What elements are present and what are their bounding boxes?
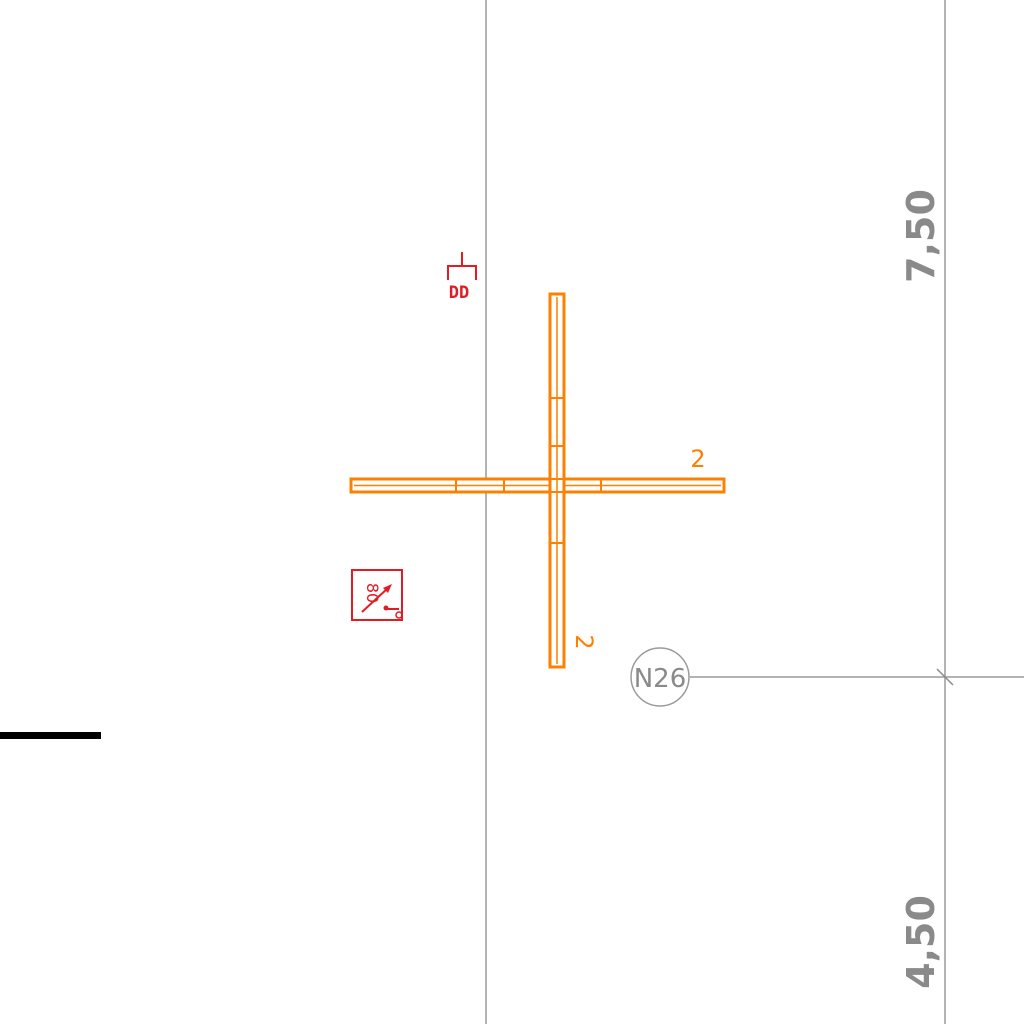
- beam-vertical-label: 2: [570, 634, 598, 649]
- dimension-text-upper: 7,50: [899, 189, 943, 283]
- dd-symbol-bracket: [447, 265, 477, 280]
- beam-intersection: [549, 478, 565, 493]
- dd-symbol-label: DD: [449, 283, 469, 303]
- grid-bubble[interactable]: N26: [630, 647, 690, 707]
- electrical-box-symbol[interactable]: 80: [351, 569, 403, 621]
- dimension-text-lower: 4,50: [899, 895, 943, 989]
- electrical-box-label: 80: [363, 583, 382, 603]
- grid-bubble-circle: [630, 647, 690, 707]
- electrical-box-arrow: [361, 587, 389, 613]
- beam-vertical[interactable]: [548, 292, 566, 669]
- dimension-tick: [936, 668, 954, 686]
- grid-bubble-label: N26: [634, 664, 687, 694]
- beam-horizontal-label: 2: [690, 445, 705, 473]
- arrow-head-icon: [383, 584, 392, 593]
- wall-segment: [0, 732, 101, 739]
- electrical-box-frame: [351, 569, 403, 621]
- dd-symbol[interactable]: DD: [447, 252, 477, 303]
- electrical-box-dot: [383, 605, 389, 611]
- electrical-box-ring: [395, 611, 403, 619]
- beam-horizontal[interactable]: [349, 477, 726, 494]
